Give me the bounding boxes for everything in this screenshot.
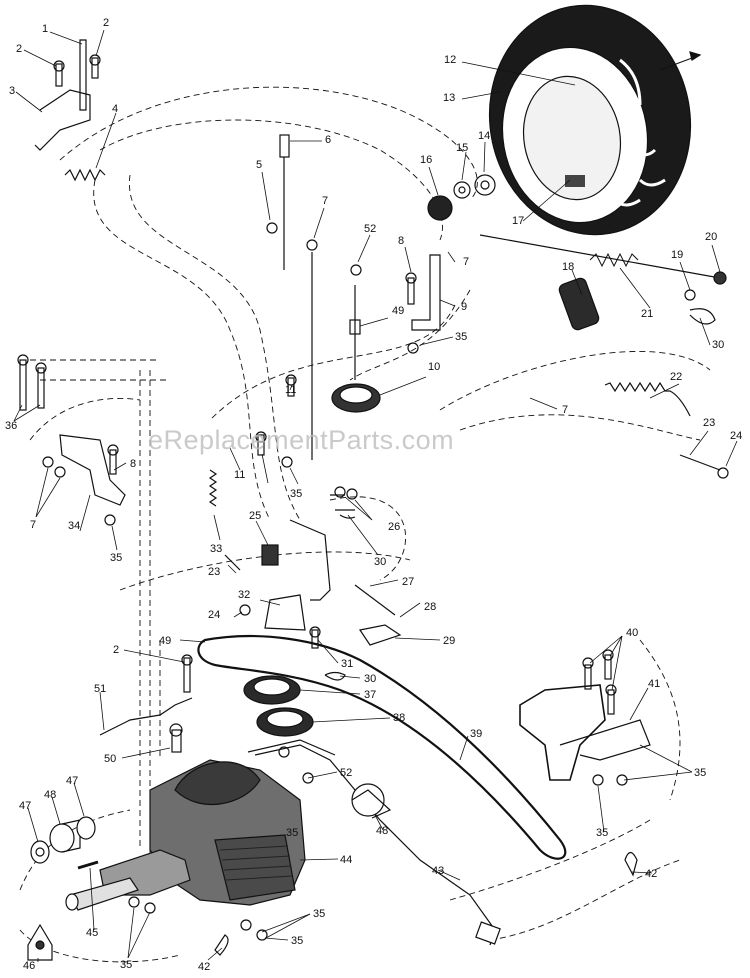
callout-30: 30 bbox=[712, 339, 725, 351]
callout-11: 11 bbox=[234, 469, 246, 481]
callout-46: 46 bbox=[23, 960, 36, 972]
hub-hardware bbox=[427, 174, 496, 221]
callout-40: 40 bbox=[626, 627, 639, 639]
brake-rod bbox=[247, 739, 501, 946]
callout-23: 23 bbox=[208, 566, 221, 578]
callout-21: 21 bbox=[641, 308, 654, 320]
callout-28: 28 bbox=[424, 601, 437, 613]
callout-52: 52 bbox=[340, 767, 353, 779]
callout-51: 51 bbox=[94, 683, 107, 695]
callout-35: 35 bbox=[291, 935, 304, 947]
callout-14: 14 bbox=[478, 130, 491, 142]
callout-2: 2 bbox=[16, 43, 23, 55]
callout-47: 47 bbox=[66, 775, 79, 787]
control-linkage bbox=[208, 374, 402, 681]
tire bbox=[488, 4, 702, 236]
callout-49: 49 bbox=[159, 635, 172, 647]
callout-31: 31 bbox=[341, 658, 354, 670]
callout-48: 48 bbox=[44, 789, 57, 801]
callout-20: 20 bbox=[705, 231, 718, 243]
leader-lines bbox=[13, 29, 738, 962]
callout-45: 45 bbox=[86, 927, 99, 939]
callout-7: 7 bbox=[30, 519, 37, 531]
pedal-bracket bbox=[519, 649, 651, 877]
callout-37: 37 bbox=[364, 689, 377, 701]
callout-24: 24 bbox=[730, 430, 743, 442]
callout-5: 5 bbox=[256, 159, 263, 171]
callout-35: 35 bbox=[313, 908, 326, 920]
callout-42: 42 bbox=[645, 868, 658, 880]
axle-hardware bbox=[27, 772, 314, 961]
callout-35: 35 bbox=[596, 827, 609, 839]
callout-36: 36 bbox=[5, 420, 18, 432]
callout-19: 19 bbox=[671, 249, 684, 261]
long-bolt bbox=[266, 134, 318, 460]
callout-41: 41 bbox=[648, 678, 661, 690]
callout-13: 13 bbox=[443, 92, 456, 104]
callout-43: 43 bbox=[432, 865, 445, 877]
callout-2: 2 bbox=[103, 17, 110, 29]
callout-2: 2 bbox=[113, 644, 120, 656]
watermark: eReplacementParts.com bbox=[148, 425, 455, 455]
callout-11: 11 bbox=[285, 384, 297, 396]
callout-32: 32 bbox=[238, 589, 251, 601]
callout-6: 6 bbox=[325, 134, 332, 146]
callout-4: 4 bbox=[112, 103, 119, 115]
callout-44: 44 bbox=[340, 854, 353, 866]
callout-25: 25 bbox=[249, 510, 262, 522]
callout-35: 35 bbox=[120, 959, 133, 971]
callout-15: 15 bbox=[456, 142, 469, 154]
callout-34: 34 bbox=[68, 520, 81, 532]
drive-belt bbox=[197, 635, 567, 860]
callout-27: 27 bbox=[402, 576, 415, 588]
callout-35: 35 bbox=[694, 767, 707, 779]
callout-7: 7 bbox=[562, 404, 569, 416]
callout-17: 17 bbox=[512, 215, 525, 227]
callout-7: 7 bbox=[322, 195, 329, 207]
tension-rod bbox=[479, 234, 727, 331]
callout-26: 26 bbox=[388, 521, 401, 533]
transaxle bbox=[65, 759, 306, 911]
shift-rod bbox=[99, 654, 193, 753]
callout-8: 8 bbox=[130, 458, 137, 470]
return-spring bbox=[604, 381, 729, 479]
callout-35: 35 bbox=[286, 827, 299, 839]
callout-22: 22 bbox=[670, 371, 683, 383]
callout-10: 10 bbox=[428, 361, 441, 373]
callout-50: 50 bbox=[104, 753, 117, 765]
callout-1: 1 bbox=[42, 23, 49, 35]
callout-23: 23 bbox=[703, 417, 716, 429]
spacer bbox=[351, 783, 392, 819]
callout-16: 16 bbox=[420, 154, 433, 166]
callout-24: 24 bbox=[208, 609, 221, 621]
linkage-bracket bbox=[34, 39, 106, 182]
callout-38: 38 bbox=[393, 712, 406, 724]
callout-35: 35 bbox=[110, 552, 123, 564]
drive-pulleys bbox=[243, 675, 314, 758]
idler-bracket bbox=[331, 254, 441, 413]
callout-33: 33 bbox=[210, 543, 223, 555]
callout-49: 49 bbox=[392, 305, 405, 317]
callout-7: 7 bbox=[463, 256, 470, 268]
mounting-bracket bbox=[17, 354, 126, 526]
callout-42: 42 bbox=[198, 961, 211, 973]
callout-30: 30 bbox=[364, 673, 377, 685]
callout-30: 30 bbox=[374, 556, 387, 568]
callout-35: 35 bbox=[290, 488, 303, 500]
callout-47: 47 bbox=[19, 800, 32, 812]
callout-39: 39 bbox=[470, 728, 483, 740]
callout-29: 29 bbox=[443, 635, 456, 647]
callout-48: 48 bbox=[376, 825, 389, 837]
callout-35: 35 bbox=[455, 331, 468, 343]
callout-8: 8 bbox=[398, 235, 405, 247]
callout-12: 12 bbox=[444, 54, 457, 66]
callout-52: 52 bbox=[364, 223, 377, 235]
callout-18: 18 bbox=[562, 261, 575, 273]
callout-3: 3 bbox=[9, 85, 16, 97]
callout-9: 9 bbox=[461, 301, 468, 313]
